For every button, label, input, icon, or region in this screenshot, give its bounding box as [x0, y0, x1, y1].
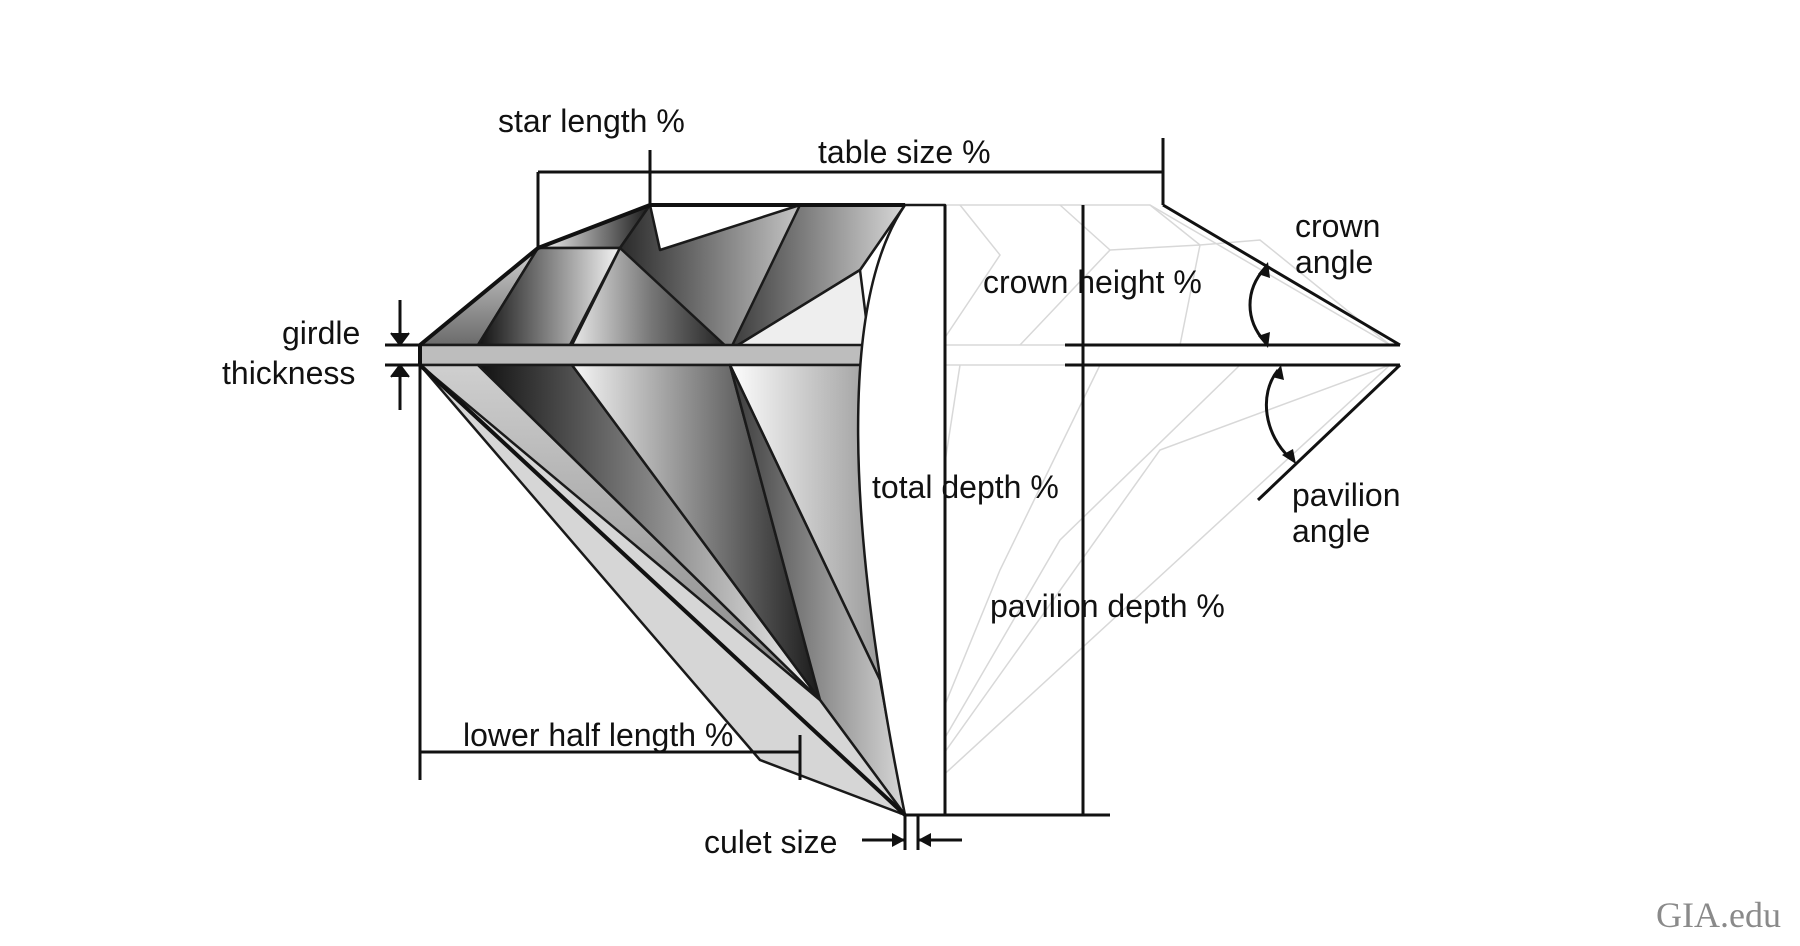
girdle-thickness-label-line2: thickness	[222, 355, 355, 391]
crown-height-label: crown height %	[983, 264, 1202, 300]
diamond-left-half	[418, 203, 947, 817]
dimension-lines	[385, 138, 1402, 850]
girdle-thickness-label-line1: girdle	[282, 315, 360, 351]
gia-credit: GIA.edu	[1656, 895, 1781, 935]
culet-size-label: culet size	[704, 824, 837, 860]
pavilion-depth-label: pavilion depth %	[990, 588, 1225, 624]
total-depth-label: total depth %	[872, 469, 1059, 505]
star-length-label: star length %	[498, 103, 685, 139]
pavilion-angle-label-line2: angle	[1292, 513, 1370, 549]
crown-angle-label-line2: angle	[1295, 244, 1373, 280]
lower-half-length-label: lower half length %	[463, 717, 733, 753]
pavilion-angle-label-line1: pavilion	[1292, 477, 1401, 513]
crown-angle-label-line1: crown	[1295, 208, 1380, 244]
labels: star length % table size % crown angle c…	[222, 103, 1401, 860]
table-size-label: table size %	[818, 134, 991, 170]
